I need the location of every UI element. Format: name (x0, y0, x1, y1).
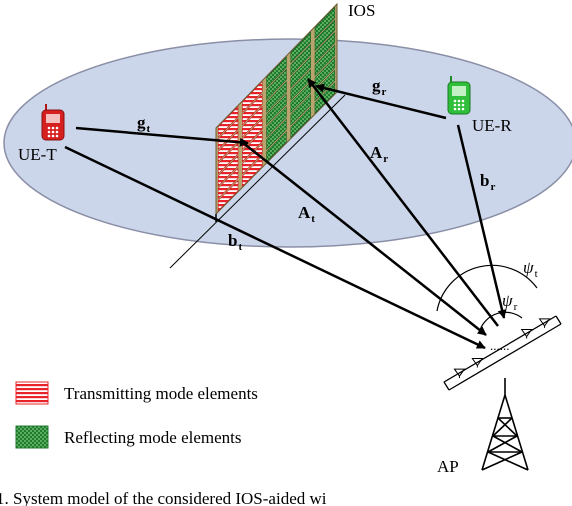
antenna-dots-label: ...... (490, 338, 510, 353)
ios-transmitting-element (242, 142, 263, 175)
ue-r-phone-icon (447, 76, 471, 115)
arrow-a-t (241, 141, 487, 336)
legend-reflecting-label: Reflecting mode elements (64, 428, 242, 447)
legend-transmitting-swatch (15, 381, 49, 405)
ios-transmitting-element (242, 93, 263, 126)
ue-t-phone-icon (41, 104, 65, 141)
ios-boundary-line (169, 94, 346, 269)
ios-reflecting-element (290, 31, 311, 64)
arrow-b-r (456, 124, 507, 319)
ios-reflecting-element (314, 31, 336, 64)
ios-reflecting-element (266, 56, 287, 89)
ap-antenna-array (443, 315, 562, 391)
ios-reflecting-element (266, 81, 287, 114)
psi-t-arc (436, 264, 538, 312)
ios-reflecting-element (290, 43, 311, 76)
ios-transmitting-element (242, 155, 263, 188)
psi-t-label: ψt (523, 258, 538, 280)
a-r-label: Ar (370, 143, 388, 165)
coverage-ellipse (3, 38, 572, 248)
ap-label: AP (437, 457, 459, 476)
antenna-element-icon (520, 328, 533, 339)
ios-transmitting-element (217, 142, 239, 175)
antenna-element-icon (471, 358, 484, 368)
ue-t-label: UE-T (18, 145, 57, 164)
ios-reflecting-element (290, 106, 311, 139)
psi-r-label: ψr (502, 291, 518, 313)
arrow-g-r (315, 83, 447, 120)
figure-caption: 1. System model of the considered IOS-ai… (0, 489, 327, 506)
g-r-label: gr (372, 76, 387, 98)
legend-reflecting-swatch (15, 425, 49, 449)
ios-transmitting-element (217, 179, 239, 212)
ios-reflecting-element (266, 118, 287, 151)
legend: Transmitting mode elements Reflecting mo… (15, 381, 258, 449)
ios-reflecting-element (266, 68, 287, 101)
a-t-label: At (298, 203, 315, 225)
ue-r-label: UE-R (472, 116, 512, 135)
ios-reflecting-element (314, 6, 336, 39)
ios-reflecting-element (266, 130, 287, 163)
arrow-g-t (75, 126, 249, 147)
g-t-label: gt (137, 113, 151, 135)
antenna-element-icon (453, 368, 466, 379)
ios-transmitting-element (217, 105, 239, 138)
ap-tower-icon (481, 378, 529, 471)
ios-reflecting-element (266, 106, 287, 138)
psi-r-arc (479, 311, 523, 331)
ios-reflecting-element (314, 19, 336, 52)
ios-reflecting-element (290, 56, 311, 89)
ios-transmitting-element (242, 80, 263, 113)
arrow-b-t (64, 145, 486, 350)
antenna-element-icon (538, 318, 551, 328)
ios-transmitting-element (242, 130, 263, 163)
ios-label: IOS (348, 1, 375, 20)
ap-antenna-elements (453, 318, 551, 379)
b-t-label: bt (228, 231, 242, 253)
link-arrows (64, 78, 507, 350)
ios-reflecting-element (290, 93, 311, 126)
ios-reflecting-element (266, 93, 287, 126)
ios-transmitting-element (217, 167, 239, 200)
b-r-label: br (480, 171, 495, 193)
legend-transmitting-label: Transmitting mode elements (64, 384, 258, 403)
ios-reflecting-element (314, 44, 336, 77)
ios-transmitting-element (242, 105, 263, 138)
ios-reflecting-element (290, 81, 311, 114)
arrow-a-r (307, 78, 499, 327)
ios-transmitting-element (217, 155, 239, 187)
